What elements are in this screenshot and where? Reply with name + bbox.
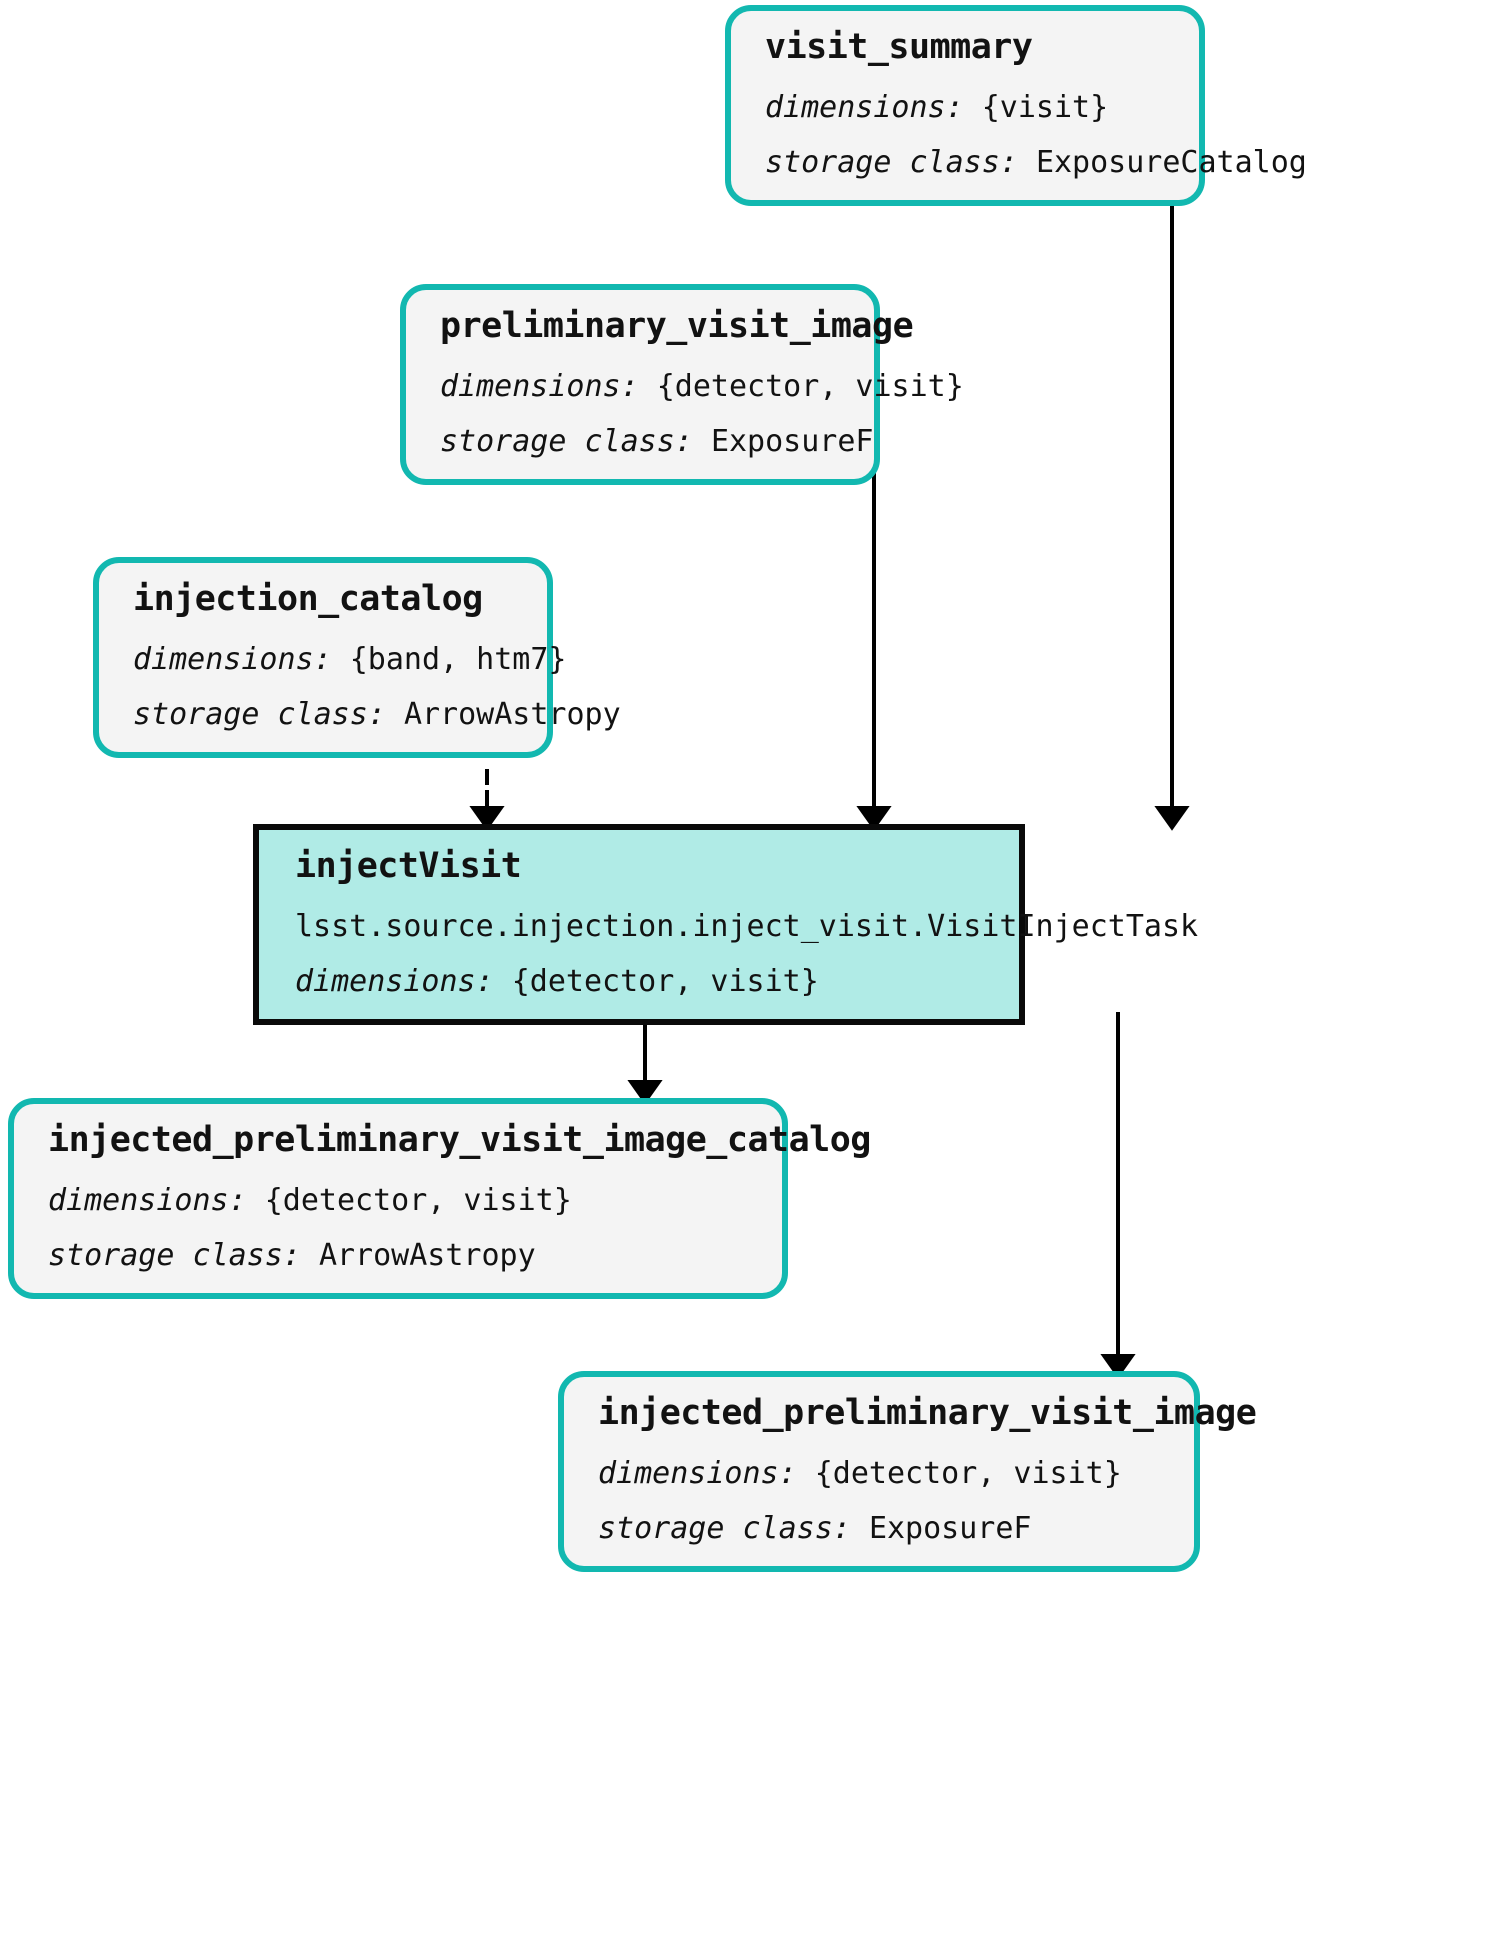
storage-class-label: storage class: (598, 1510, 851, 1546)
dimensions-value: {detector, visit} (511, 963, 819, 999)
node-title: visit_summary (765, 27, 1033, 67)
storage-class-value: ExposureF (868, 1510, 1032, 1546)
node-storage-class-row: storage class: ExposureCatalog (765, 143, 1307, 182)
storage-class-value: ExposureCatalog (1035, 144, 1307, 180)
node-qualname: lsst.source.injection.inject_visit.Visit… (295, 908, 1199, 944)
node-dimensions-row: dimensions: {detector, visit} (48, 1181, 748, 1220)
node-title: injection_catalog (133, 579, 483, 619)
dimensions-label: dimensions: (765, 89, 964, 125)
dimensions-label: dimensions: (440, 368, 639, 404)
dimensions-label: dimensions: (598, 1455, 797, 1491)
node-dimensions-row: dimensions: {visit} (765, 88, 1165, 127)
node-storage-class-row: storage class: ArrowAstropy (133, 695, 621, 734)
node-title: injected_preliminary_visit_image_catalog (48, 1120, 871, 1160)
node-injected-preliminary-visit-image[interactable]: injected_preliminary_visit_image dimensi… (558, 1371, 1257, 1572)
node-title: preliminary_visit_image (440, 306, 914, 346)
storage-class-label: storage class: (48, 1237, 301, 1273)
node-dimensions-row: dimensions: {detector, visit} (295, 962, 983, 1001)
node-storage-class-row: storage class: ExposureF (440, 422, 874, 461)
storage-class-value: ArrowAstropy (403, 696, 621, 732)
node-dimensions-row: dimensions: {detector, visit} (440, 367, 964, 406)
node-title: injectVisit (295, 846, 522, 886)
storage-class-label: storage class: (133, 696, 386, 732)
storage-class-label: storage class: (765, 144, 1018, 180)
dimensions-value: {visit} (981, 89, 1109, 125)
node-dimensions-row: dimensions: {band, htm7} (133, 640, 567, 679)
dimensions-value: {band, htm7} (349, 641, 567, 677)
storage-class-value: ArrowAstropy (318, 1237, 536, 1273)
dimensions-label: dimensions: (295, 963, 494, 999)
node-preliminary-visit-image[interactable]: preliminary_visit_image dimensions: {det… (400, 284, 964, 485)
dimensions-label: dimensions: (48, 1182, 247, 1218)
node-storage-class-row: storage class: ExposureF (598, 1509, 1160, 1548)
node-storage-class-row: storage class: ArrowAstropy (48, 1236, 748, 1275)
node-visit-summary[interactable]: visit_summary dimensions: {visit} storag… (725, 5, 1307, 206)
storage-class-value: ExposureF (710, 423, 874, 459)
storage-class-label: storage class: (440, 423, 693, 459)
node-inject-visit-task[interactable]: injectVisit lsst.source.injection.inject… (253, 824, 1199, 1025)
dimensions-value: {detector, visit} (814, 1455, 1122, 1491)
dimensions-label: dimensions: (133, 641, 332, 677)
node-title: injected_preliminary_visit_image (598, 1393, 1257, 1433)
node-injection-catalog[interactable]: injection_catalog dimensions: {band, htm… (93, 557, 621, 758)
node-dimensions-row: dimensions: {detector, visit} (598, 1454, 1160, 1493)
node-injected-preliminary-visit-image-catalog[interactable]: injected_preliminary_visit_image_catalog… (8, 1098, 871, 1299)
dimensions-value: {detector, visit} (656, 368, 964, 404)
dimensions-value: {detector, visit} (264, 1182, 572, 1218)
